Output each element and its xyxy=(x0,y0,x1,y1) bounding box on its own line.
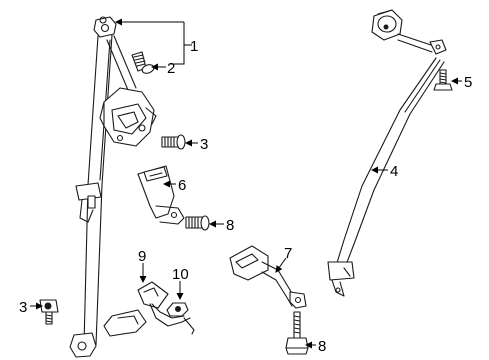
callout-8-upper: 8 xyxy=(226,217,234,234)
nut-part-10 xyxy=(166,302,189,317)
callout-4: 4 xyxy=(390,163,398,180)
rear-seat-belt-part-4 xyxy=(327,9,447,297)
callout-10: 10 xyxy=(172,266,189,283)
callout-labels: 1 2 3 3 4 5 6 7 8 8 9 10 xyxy=(19,38,472,355)
bolt-part-3-upper xyxy=(161,134,186,150)
callout-3-upper: 3 xyxy=(200,136,208,153)
callout-3-lower: 3 xyxy=(19,299,27,316)
buckle-part-9 xyxy=(103,281,195,337)
bolt-part-8-lower xyxy=(285,311,309,355)
buckle-part-7 xyxy=(229,245,307,309)
callout-8-lower: 8 xyxy=(318,338,326,355)
front-seat-belt-assembly xyxy=(69,16,157,358)
bolt-part-3-lower xyxy=(39,299,59,325)
callout-9: 9 xyxy=(138,248,146,265)
bolt-part-2 xyxy=(131,51,155,74)
callout-2: 2 xyxy=(167,60,175,77)
bolt-part-8-upper xyxy=(185,215,210,231)
callout-1: 1 xyxy=(190,38,198,55)
leader-lines xyxy=(30,18,462,349)
buckle-part-6 xyxy=(137,165,185,225)
bolt-part-5 xyxy=(433,69,453,91)
callout-5: 5 xyxy=(464,74,472,91)
callout-6: 6 xyxy=(178,177,186,194)
callout-7: 7 xyxy=(284,245,292,262)
